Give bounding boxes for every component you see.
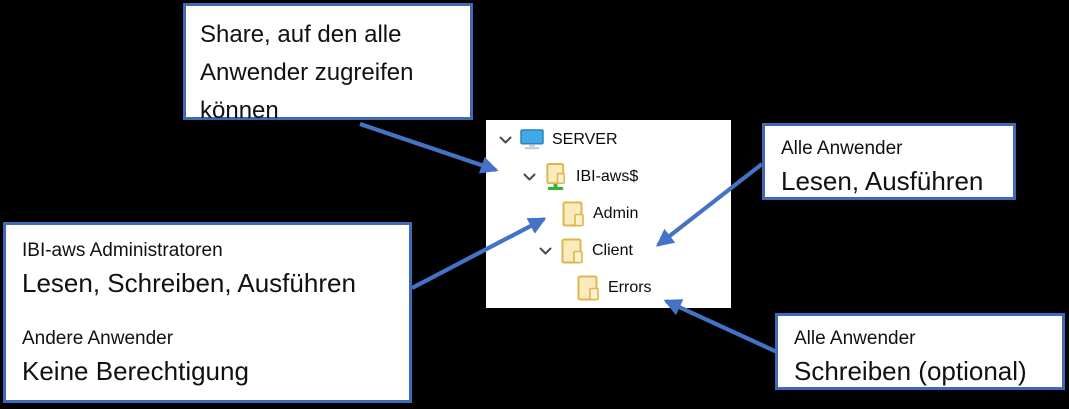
folder-icon (560, 237, 584, 265)
callout-admin-perms: IBI-aws Administratoren Lesen, Schreiben… (3, 222, 412, 403)
tree-item-label: Client (592, 241, 633, 259)
tree-item-errors[interactable]: Errors (486, 269, 731, 306)
folder-tree-panel: SERVER IBI-aws$ (486, 120, 731, 308)
shared-folder-icon (544, 163, 568, 191)
chevron-down-icon[interactable] (518, 168, 540, 186)
tree-item-client[interactable]: Client (486, 232, 731, 269)
folder-icon (576, 274, 600, 302)
arrow-share-to-ibi-aws (359, 122, 499, 174)
tree-item-label: SERVER (552, 130, 618, 148)
chevron-down-icon[interactable] (494, 131, 516, 149)
arrow-errors-perms (663, 299, 778, 354)
callout-errors-perms: Alle Anwender Schreiben (optional) (775, 313, 1065, 390)
errors-perms-title: Alle Anwender (794, 328, 916, 349)
spacer (22, 301, 393, 325)
admin-group2-title: Andere Anwender (22, 328, 174, 349)
callout-share: Share, auf den alle Anwender zugreifen k… (183, 3, 473, 124)
client-perms-title: Alle Anwender (781, 138, 903, 159)
tree-item-admin[interactable]: Admin (486, 195, 731, 232)
callout-client-perms: Alle Anwender Lesen, Ausführen (762, 123, 1016, 200)
admin-group1-title: IBI-aws Administratoren (22, 240, 223, 261)
chevron-down-icon[interactable] (534, 242, 556, 260)
client-perms-text: Lesen, Ausführen (781, 166, 984, 196)
tree-item-label: Errors (608, 278, 652, 296)
tree-item-label: IBI-aws$ (576, 167, 639, 185)
callout-share-text: Share, auf den alle Anwender zugreifen k… (200, 21, 414, 124)
tree-item-server[interactable]: SERVER (486, 121, 731, 158)
computer-icon (520, 126, 544, 154)
errors-perms-text: Schreiben (optional) (794, 356, 1027, 386)
admin-group2-perms: Keine Berechtigung (22, 356, 249, 386)
folder-icon (561, 200, 585, 228)
admin-group1-perms: Lesen, Schreiben, Ausführen (22, 268, 356, 298)
tree-item-label: Admin (593, 204, 639, 222)
tree-item-ibi-aws[interactable]: IBI-aws$ (486, 158, 731, 195)
